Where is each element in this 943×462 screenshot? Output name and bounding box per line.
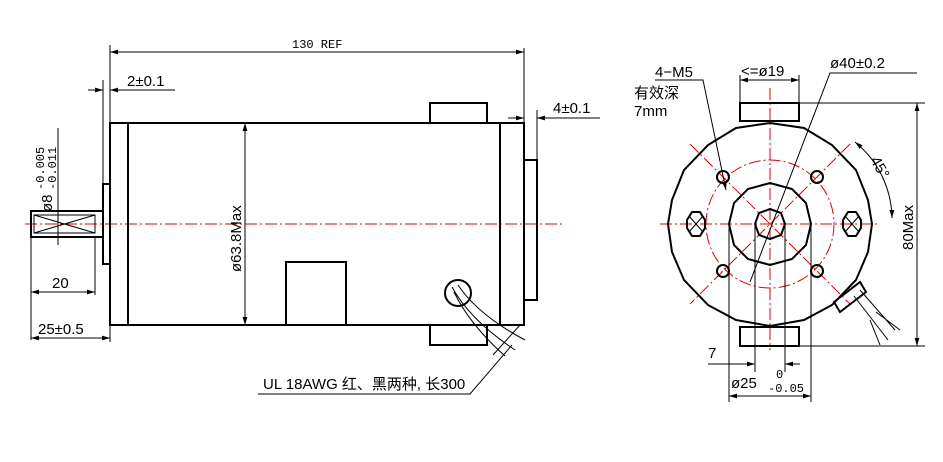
thread-depth-label: 有效深 bbox=[634, 85, 679, 102]
wire-grommet bbox=[444, 279, 472, 307]
hub-diameter-dim: ø25 bbox=[731, 375, 757, 392]
pilot-circle-leader bbox=[749, 72, 917, 283]
shaft-diameter-annotation: ø8 -0.005 -0.011 bbox=[34, 147, 60, 212]
thread-leader bbox=[655, 79, 727, 191]
shaft-flat-dim: 20 bbox=[52, 275, 69, 292]
shaft-diameter-dim: ø8 bbox=[39, 194, 56, 212]
lead-grommet bbox=[832, 280, 868, 314]
brush-screws bbox=[686, 211, 862, 237]
lead-exit bbox=[832, 280, 901, 346]
front-view: <=ø19 ø40±0.2 4−M5 有效深 7mm 45° 80Max 7 ø… bbox=[634, 55, 925, 402]
mounting-hole bbox=[810, 170, 824, 184]
screw-cross-icon bbox=[688, 215, 704, 233]
height-dim: 80Max bbox=[900, 204, 917, 250]
label-plate bbox=[285, 261, 347, 326]
side-view: 130 REF 2±0.1 4±0.1 ø8 -0.005 -0.011 20 … bbox=[25, 38, 600, 395]
hub-tol-lower: -0.05 bbox=[768, 382, 804, 396]
shaft-length-dim: 25±0.5 bbox=[38, 321, 84, 338]
screw-cross-icon bbox=[844, 215, 860, 233]
shaft-flat-cross bbox=[33, 214, 96, 234]
wire-clamp bbox=[492, 324, 521, 356]
end-cap-dim: 4±0.1 bbox=[553, 100, 590, 117]
lead-wires bbox=[853, 289, 901, 346]
length-dim: 130 REF bbox=[292, 38, 342, 52]
bottom-brush-cap bbox=[739, 326, 800, 347]
tab-width-dim: <=ø19 bbox=[741, 63, 784, 80]
flange-thickness-dim: 2±0.1 bbox=[127, 73, 164, 90]
thread-label: 4−M5 bbox=[655, 64, 693, 81]
flat-dim: 7 bbox=[708, 345, 716, 362]
wire-note: UL 18AWG 红、黑两种, 长300 bbox=[263, 376, 465, 393]
pilot-circle-dim: ø40±0.2 bbox=[830, 55, 885, 72]
brush-screw-left bbox=[686, 211, 706, 237]
diagonal-centerline bbox=[689, 143, 851, 305]
hub bbox=[727, 181, 813, 267]
shaft bbox=[30, 210, 104, 238]
shaft-tol-lower: -0.011 bbox=[46, 147, 60, 190]
wire-note-leader bbox=[258, 344, 513, 395]
top-brush-cap bbox=[739, 102, 800, 122]
brush-cap-top bbox=[429, 102, 488, 124]
shaft-tol-upper: -0.005 bbox=[34, 147, 48, 190]
body-diameter-dim: ø63.8Max bbox=[228, 205, 245, 272]
angle-dim-arc bbox=[854, 141, 895, 219]
shaft-flat bbox=[33, 214, 96, 234]
thread-depth-value: 7mm bbox=[634, 103, 667, 120]
shaft-end bbox=[753, 207, 787, 241]
hub-tol-upper: 0 bbox=[776, 368, 783, 382]
brush-cap-bottom bbox=[429, 324, 488, 346]
diagonal-centerline bbox=[689, 143, 851, 305]
end-cap bbox=[523, 159, 538, 301]
